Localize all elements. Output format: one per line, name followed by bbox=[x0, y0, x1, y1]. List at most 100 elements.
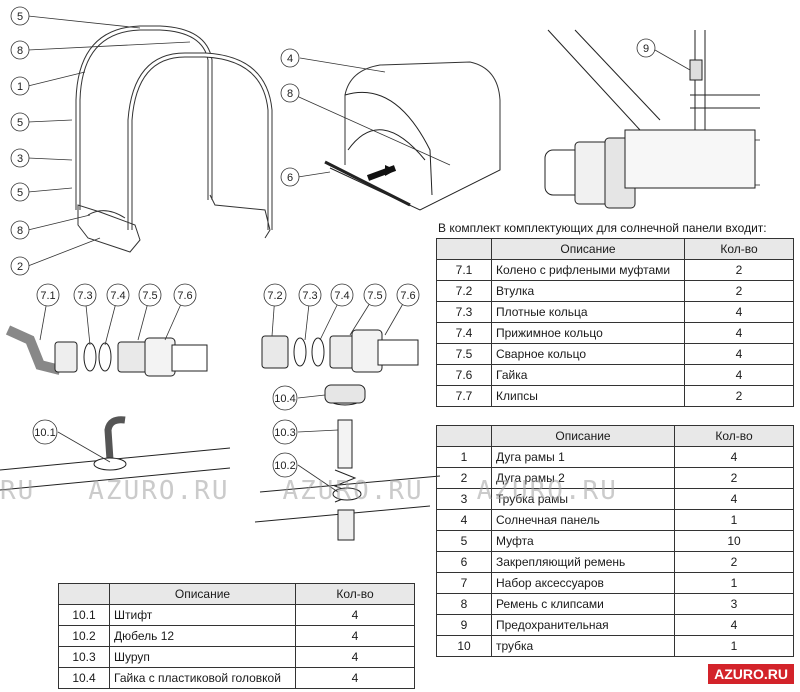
row-quantity: 4 bbox=[674, 614, 794, 636]
callout-7-3-left: 7.3 bbox=[77, 290, 92, 302]
callout-7-6-left: 7.6 bbox=[177, 290, 192, 302]
row-quantity: 2 bbox=[684, 280, 794, 302]
kit-header-description: Описание bbox=[491, 238, 685, 260]
row-number: 10.4 bbox=[58, 667, 110, 689]
row-quantity: 2 bbox=[674, 551, 794, 573]
row-number: 10.2 bbox=[58, 625, 110, 647]
callout-7-5-left: 7.5 bbox=[142, 290, 157, 302]
row-number: 7.1 bbox=[436, 259, 492, 281]
row-description: Колено с рифлеными муфтами bbox=[491, 259, 685, 281]
row-number: 7.7 bbox=[436, 385, 492, 407]
row-description: Предохранительная bbox=[491, 614, 675, 636]
row-description: Дуга рамы 1 bbox=[491, 446, 675, 468]
callout-5-top: 5 bbox=[17, 11, 23, 23]
row-quantity: 4 bbox=[295, 667, 415, 689]
callout-10-4: 10.4 bbox=[274, 393, 295, 405]
callout-2: 2 bbox=[17, 261, 23, 273]
frame-arches-drawing bbox=[75, 25, 273, 253]
callout-7-3-right: 7.3 bbox=[302, 290, 317, 302]
row-quantity: 1 bbox=[674, 635, 794, 657]
row-description: Муфта bbox=[491, 530, 675, 552]
callout-1: 1 bbox=[17, 81, 23, 93]
row-number: 10 bbox=[436, 635, 492, 657]
row-quantity: 4 bbox=[684, 364, 794, 386]
row-number: 8 bbox=[436, 593, 492, 615]
main-header-description: Описание bbox=[491, 425, 675, 447]
callout-7-6-right: 7.6 bbox=[400, 290, 415, 302]
row-quantity: 3 bbox=[674, 593, 794, 615]
row-quantity: 10 bbox=[674, 530, 794, 552]
row-description: Ремень с клипсами bbox=[491, 593, 675, 615]
pin-drawing bbox=[0, 416, 231, 491]
row-quantity: 4 bbox=[684, 301, 794, 323]
row-description: Набор аксессуаров bbox=[491, 572, 675, 594]
callout-7-2: 7.2 bbox=[267, 290, 282, 302]
row-quantity: 2 bbox=[684, 259, 794, 281]
row-quantity: 4 bbox=[295, 604, 415, 626]
row-description: Шуруп bbox=[109, 646, 296, 668]
kit-header-qty: Кол-во bbox=[684, 238, 794, 260]
row-number: 4 bbox=[436, 509, 492, 531]
row-description: Гайка bbox=[491, 364, 685, 386]
solar-panel-drawing bbox=[324, 61, 501, 211]
callout-10-3: 10.3 bbox=[274, 427, 295, 439]
callout-6: 6 bbox=[287, 172, 293, 184]
row-number: 7.4 bbox=[436, 322, 492, 344]
main-table-header: Описание Кол-во bbox=[436, 425, 794, 447]
fasteners-header-description: Описание bbox=[109, 583, 296, 605]
fasteners-table-header: Описание Кол-во bbox=[58, 583, 415, 605]
row-quantity: 4 bbox=[684, 322, 794, 344]
fasteners-header-qty: Кол-во bbox=[295, 583, 415, 605]
row-quantity: 4 bbox=[684, 343, 794, 365]
callout-7-1: 7.1 bbox=[40, 290, 55, 302]
row-description: Клипсы bbox=[491, 385, 685, 407]
screw-dowel-drawing bbox=[254, 384, 441, 541]
row-description: Прижимное кольцо bbox=[491, 322, 685, 344]
mounting-bracket-drawing bbox=[544, 29, 760, 209]
fittings-set-right-drawing bbox=[261, 329, 419, 373]
callout-8-low: 8 bbox=[17, 225, 23, 237]
row-quantity: 1 bbox=[674, 572, 794, 594]
row-description: Солнечная панель bbox=[491, 509, 675, 531]
callout-3: 3 bbox=[17, 153, 23, 165]
callout-7-4-left: 7.4 bbox=[110, 290, 125, 302]
row-description: Сварное кольцо bbox=[491, 343, 685, 365]
callout-7-5-right: 7.5 bbox=[367, 290, 382, 302]
row-description: Дюбель 12 bbox=[109, 625, 296, 647]
watermark: RU AZURO.RU AZURO.RU AZURO.RU bbox=[0, 476, 618, 506]
row-description: Штифт bbox=[109, 604, 296, 626]
row-description: Гайка с пластиковой головкой bbox=[109, 667, 296, 689]
row-number: 9 bbox=[436, 614, 492, 636]
row-quantity: 4 bbox=[674, 446, 794, 468]
row-number: 7.5 bbox=[436, 343, 492, 365]
row-number: 7.3 bbox=[436, 301, 492, 323]
callout-10-2: 10.2 bbox=[274, 460, 295, 472]
main-header-qty: Кол-во bbox=[674, 425, 794, 447]
row-description: Втулка bbox=[491, 280, 685, 302]
row-description: трубка bbox=[491, 635, 675, 657]
kit-title: В комплект комплектующих для солнечной п… bbox=[438, 221, 767, 235]
row-number: 5 bbox=[436, 530, 492, 552]
row-number: 7.2 bbox=[436, 280, 492, 302]
row-number: 6 bbox=[436, 551, 492, 573]
callout-9: 9 bbox=[643, 43, 649, 55]
